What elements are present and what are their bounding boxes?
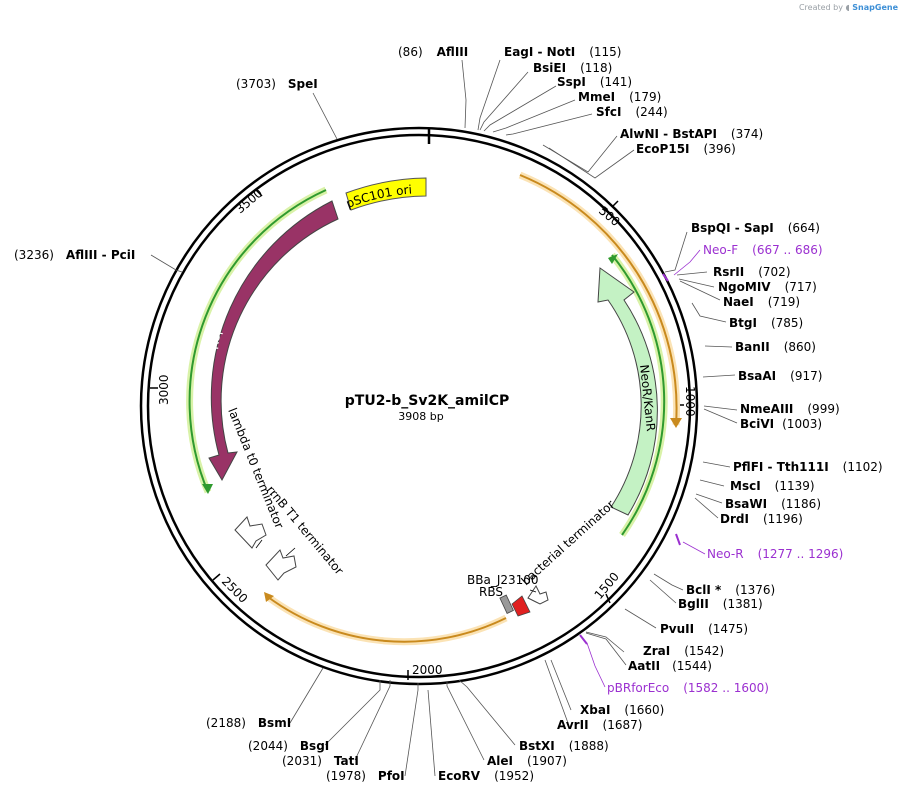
rrnb-t1-terminator-arrow <box>265 549 297 581</box>
tick-label-2500: 2500 <box>219 574 250 605</box>
feature-neor-kanr <box>597 267 658 516</box>
arrowhead-green-left <box>202 484 213 494</box>
arc-green-right-line <box>611 254 666 536</box>
site-ecop15i: EcoP15I(396) <box>636 142 736 156</box>
rbs-feature <box>511 595 531 617</box>
arc-orange-bottom-line <box>267 596 507 643</box>
site-ecorv: EcoRV(1952) <box>438 769 534 783</box>
site-bsmi: (2188)BsmI <box>206 716 291 730</box>
site-sspi: SspI(141) <box>557 75 632 89</box>
lambda-t0-terminator-arrow <box>234 516 267 549</box>
tick-label-2000: 2000 <box>412 663 443 677</box>
site-avrii: AvrII(1687) <box>557 718 642 732</box>
site-alei: AleI(1907) <box>487 754 567 768</box>
site-sfci: SfcI(244) <box>596 105 668 119</box>
site-bcli: BclI *(1376) <box>686 583 775 597</box>
site-bsiei: BsiEI(118) <box>533 61 612 75</box>
site-banii: BanII(860) <box>735 340 816 354</box>
primer-marks <box>579 273 681 645</box>
feature-psc101-ori <box>345 177 427 211</box>
site-spei: (3703)SpeI <box>236 77 318 91</box>
feature-label-bacterial-terminator: bacterial terminator <box>519 497 618 588</box>
tick-label-3500: 3500 <box>233 186 265 216</box>
lambda-t0-leader <box>255 539 263 549</box>
site-labels: (86)AflIII EagI - NotI(115) BsiEI(118) S… <box>14 45 883 783</box>
feature-label-bba-j23100: BBa_J23100 <box>467 573 539 587</box>
bacterial-terminator-arrow <box>527 585 549 605</box>
primer-neo-f: Neo-F(667 .. 686) <box>703 243 823 257</box>
site-tati: (2031)TatI <box>282 754 359 768</box>
primer-pbrforeco: pBRforEco(1582 .. 1600) <box>607 681 769 695</box>
feature-label-neor-kanr: NeoR/KanR <box>637 364 658 432</box>
site-bsaai: BsaAI(917) <box>738 369 822 383</box>
site-aatii: AatII(1544) <box>628 659 712 673</box>
site-naei: NaeI(719) <box>723 295 800 309</box>
site-eagi-noti: EagI - NotI(115) <box>504 45 621 59</box>
site-bcivi: BciVI(1003) <box>740 417 822 431</box>
arc-orange-right-line <box>519 174 678 426</box>
site-drdi: DrdI(1196) <box>720 512 803 526</box>
backbone-inner <box>146 133 692 679</box>
feature-label-lambda-t0: lambda t0 terminator <box>225 406 286 531</box>
site-afliii-pcii: (3236)AflIII - PciI <box>14 248 135 262</box>
site-alwni-bstapi: AlwNI - BstAPI(374) <box>620 127 763 141</box>
arrowhead-orange-right <box>670 418 682 428</box>
promoter-bba-j23100 <box>499 594 514 614</box>
bacterial-terminator-leader <box>529 589 537 593</box>
site-pvuii: PvuII(1475) <box>660 622 748 636</box>
site-bstxi: BstXI(1888) <box>519 739 609 753</box>
site-nmeaiii: NmeAIII(999) <box>740 402 840 416</box>
tick-label-3000: 3000 <box>157 374 171 405</box>
plasmid-name: pTU2-b_Sv2K_amilCP <box>345 393 509 409</box>
scale-ticks <box>150 189 684 680</box>
site-pflfi-tth111i: PflFI - Tth111I(1102) <box>733 460 883 474</box>
backbone-outer <box>139 126 699 686</box>
site-ngomiv: NgoMIV(717) <box>718 280 817 294</box>
site-rsrii: RsrII(702) <box>713 265 791 279</box>
site-xbai: XbaI(1660) <box>580 703 664 717</box>
snapgene-credit: Created by ◖ SnapGene <box>798 3 898 12</box>
site-zrai: ZraI(1542) <box>643 644 724 658</box>
arrowhead-green-right <box>608 254 618 264</box>
site-bglii: BglII(1381) <box>678 597 763 611</box>
site-bsawi: BsaWI(1186) <box>725 497 821 511</box>
feature-label-rbs: RBS <box>479 585 503 599</box>
site-mmei: MmeI(179) <box>578 90 661 104</box>
primer-leaders <box>586 249 706 688</box>
site-pfoi: (1978)PfoI <box>326 769 405 783</box>
site-msci: MscI(1139) <box>730 479 815 493</box>
feature-rep101 <box>208 200 339 482</box>
arc-green-left-line <box>188 189 327 493</box>
site-leaders <box>150 59 738 777</box>
site-bsgi: (2044)BsgI <box>248 739 329 753</box>
site-bspqi-sapi: BspQI - SapI(664) <box>691 221 820 235</box>
site-btgi: BtgI(785) <box>729 316 803 330</box>
snapgene-logo-icon: ◖ <box>845 3 850 12</box>
plasmid-length: 3908 bp <box>398 410 443 423</box>
primer-neo-r: Neo-R(1277 .. 1296) <box>707 547 843 561</box>
rrnb-t1-leader <box>285 547 296 557</box>
site-aflIII: (86)AflIII <box>398 45 468 59</box>
tick-label-1000: 1000 <box>683 386 697 417</box>
arrowhead-orange-bottom <box>264 592 274 602</box>
